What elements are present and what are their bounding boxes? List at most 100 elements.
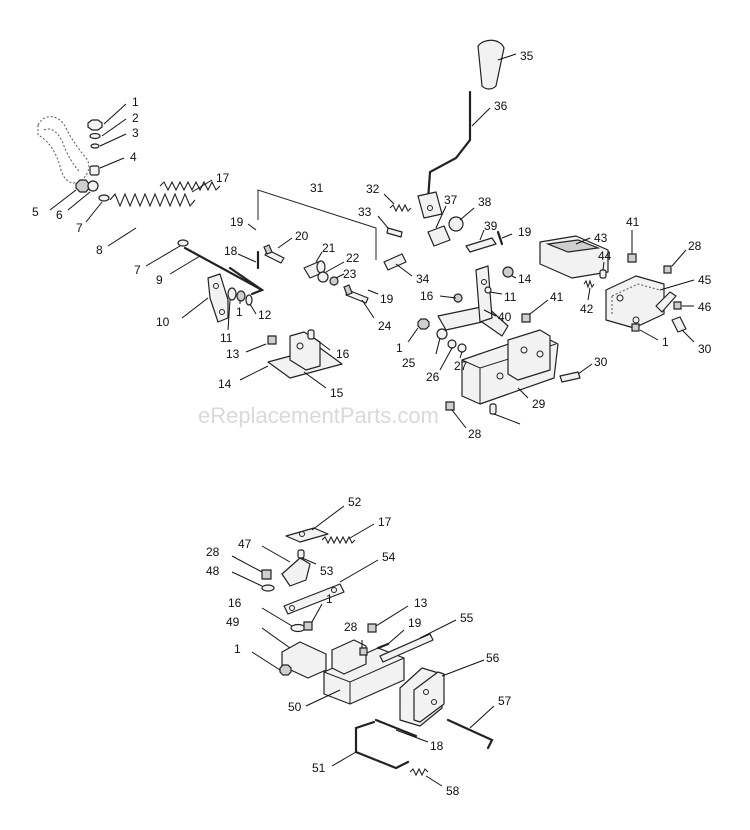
leader-18b <box>395 729 429 743</box>
lever-part-36 <box>426 90 472 202</box>
leader-37 <box>435 205 447 229</box>
leader-16c <box>261 607 293 627</box>
callout-11a: 11 <box>220 331 233 345</box>
hole <box>296 342 304 350</box>
washer-part-7b <box>177 239 189 247</box>
hole <box>289 605 295 611</box>
leader-17b <box>349 523 375 539</box>
leader-19b <box>367 289 379 295</box>
hole <box>431 699 437 705</box>
callout-1d: 1 <box>662 335 669 349</box>
callout-14b: 14 <box>518 272 532 286</box>
leader-28a <box>493 413 521 425</box>
callout-45: 45 <box>698 273 712 287</box>
leader-29 <box>517 387 529 399</box>
spring-part-17 <box>159 180 221 192</box>
callout-32: 32 <box>366 182 380 196</box>
callout-35: 35 <box>520 49 534 63</box>
upper-assembly <box>37 39 687 415</box>
leader-11b <box>489 291 503 295</box>
hole <box>481 279 487 285</box>
base-edge <box>323 657 405 704</box>
callout-19b: 19 <box>380 292 394 306</box>
leader-7a <box>85 201 103 223</box>
leader-40 <box>483 309 497 317</box>
callout-44: 44 <box>598 249 612 263</box>
leader-51 <box>331 751 357 767</box>
nut-part-1f <box>279 664 292 676</box>
callout-58: 58 <box>446 784 460 798</box>
callout-46: 46 <box>698 300 712 314</box>
bolt-part-28b <box>663 265 672 274</box>
callout-26: 26 <box>426 370 440 384</box>
callout-28b: 28 <box>688 239 702 253</box>
rod-part-9 <box>183 246 264 292</box>
leader-18a <box>237 253 257 263</box>
leader-39 <box>479 229 485 241</box>
rod-part-57 <box>446 718 494 750</box>
callout-50: 50 <box>288 700 302 714</box>
callout-13a: 13 <box>226 347 240 361</box>
bolt-part-13b <box>367 623 377 633</box>
callout-8: 8 <box>96 243 103 257</box>
group-bracket-31 <box>257 189 377 260</box>
hole <box>219 309 225 315</box>
callout-30b: 30 <box>698 342 712 356</box>
callout-28c: 28 <box>206 545 220 559</box>
callout-17a: 17 <box>216 171 230 185</box>
callout-7a: 7 <box>76 221 83 235</box>
frame-upright <box>507 329 551 381</box>
callout-52: 52 <box>348 495 362 509</box>
nut-part-1e <box>303 621 313 631</box>
hinge-plate-56 <box>413 671 445 723</box>
washer-part-22 <box>317 271 329 283</box>
leader-52 <box>311 505 345 531</box>
callout-23: 23 <box>343 267 357 281</box>
callout-16b: 16 <box>420 289 434 303</box>
pin-part-19c <box>496 230 504 246</box>
callout-30a: 30 <box>594 355 608 369</box>
hole <box>423 689 429 695</box>
callout-19d: 19 <box>408 616 422 630</box>
callout-42: 42 <box>580 302 594 316</box>
callout-55: 55 <box>460 611 474 625</box>
bracket-part-47 <box>281 557 311 587</box>
bracket-part-45 <box>655 291 677 313</box>
leader-7b <box>145 245 181 267</box>
washer-part-16c <box>290 623 306 633</box>
callout-1f: 1 <box>234 642 241 656</box>
hole <box>536 350 544 358</box>
leader-9 <box>169 255 201 275</box>
washer-part-2 <box>89 132 101 140</box>
leader-25 <box>435 337 441 355</box>
leader-8 <box>107 227 137 247</box>
callout-25: 25 <box>402 356 416 370</box>
pin-part-4 <box>89 165 100 176</box>
leader-42 <box>587 287 591 301</box>
leader-16b <box>439 295 457 299</box>
callout-11b: 11 <box>504 290 517 304</box>
spacer-part-44 <box>599 269 607 279</box>
callout-13b: 13 <box>414 596 428 610</box>
pin-part-53 <box>297 549 305 559</box>
hole <box>331 587 337 593</box>
callout-1c: 1 <box>396 341 403 355</box>
leader-49 <box>261 627 291 649</box>
callout-36: 36 <box>494 99 508 113</box>
pin-part-34 <box>383 253 407 271</box>
callout-37: 37 <box>444 193 458 207</box>
leader-14a <box>239 365 269 381</box>
leader-27 <box>459 351 463 359</box>
leader-28c <box>231 555 263 573</box>
rod-part-18 <box>228 266 265 296</box>
leader-44 <box>602 261 605 271</box>
pivot-part-37 <box>427 225 451 247</box>
callout-14a: 14 <box>218 377 232 391</box>
leader-58 <box>425 775 443 787</box>
washer-part-26 <box>447 339 457 349</box>
plate-part-52 <box>285 527 329 543</box>
callout-43: 43 <box>594 231 608 245</box>
callout-56: 56 <box>486 651 500 665</box>
leader-4 <box>99 157 125 169</box>
